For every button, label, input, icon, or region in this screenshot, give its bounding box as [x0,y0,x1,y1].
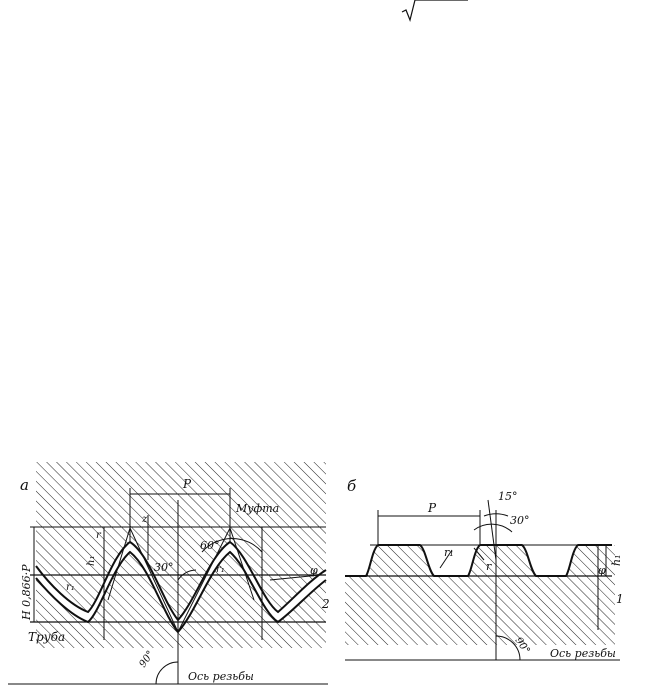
figure-a-r1-left-label: r₁ [66,582,75,593]
figure-a-phi-label: φ [310,564,318,577]
figure-b-pitch-label: P [427,501,437,515]
figure-b-15-arc [483,513,509,517]
figure-a-30-label: 30° [154,561,174,574]
figure-b-15-line [487,499,497,561]
figure-a-z-label: z [141,514,148,525]
figure-a-90-label: 90° [137,649,156,670]
figure-b-h1-label: h₁ [610,555,623,567]
figure-a-taper-line [269,574,321,581]
figure-b-axis-label: Ось резьбы [550,647,616,660]
figure-a-h1-label: h₁ [86,556,97,566]
figure-a-30-arc [177,569,197,581]
figure-b-90-arc [495,635,521,661]
figure-b-letter: б [347,477,357,495]
figure-a-60-label: 60° [200,539,220,552]
figure-b-thread-profile [345,544,612,577]
figure-a-60-arc [201,538,263,553]
figure-b-r1-leader [439,549,453,569]
figure-b-r-label: r [486,560,492,573]
figure-b-30-arc [473,523,513,533]
figure-a-coupling-label: Муфта [235,502,279,515]
figure-a-height-label: H 0,866·P [20,564,33,621]
figure-a-taper-thread: а P Муфта Труба H 0,866·P h₁ r r₁ r₁ z φ… [8,462,330,685]
figure-b-trapezoid-thread: б P 15° 30° r₁ r h₁ φ 1 90° Ось резьбы [345,477,624,661]
figure-a-marker-2: 2 [321,597,330,611]
figure-a-r1-right-label: r₁ [216,564,225,575]
figure-b-hatched-section [345,545,615,645]
figure-b-marker-1: 1 [616,592,624,606]
figure-b-r1-label: r₁ [444,546,454,559]
top-radical-fragment [401,0,468,22]
figure-b-phi-label: φ [598,564,606,577]
figure-b-r-leader [473,547,485,561]
figure-a-90-arc [155,661,179,685]
figure-b-15-label: 15° [498,490,518,503]
figure-b-30-label: 30° [510,514,530,527]
figure-a-pitch-label: P [182,477,192,491]
figure-a-pipe-label: Труба [28,630,65,644]
figure-a-letter: а [20,476,29,494]
figure-a-r-top-label: r [96,530,102,541]
figure-a-axis-label: Ось резьбы [188,670,254,683]
